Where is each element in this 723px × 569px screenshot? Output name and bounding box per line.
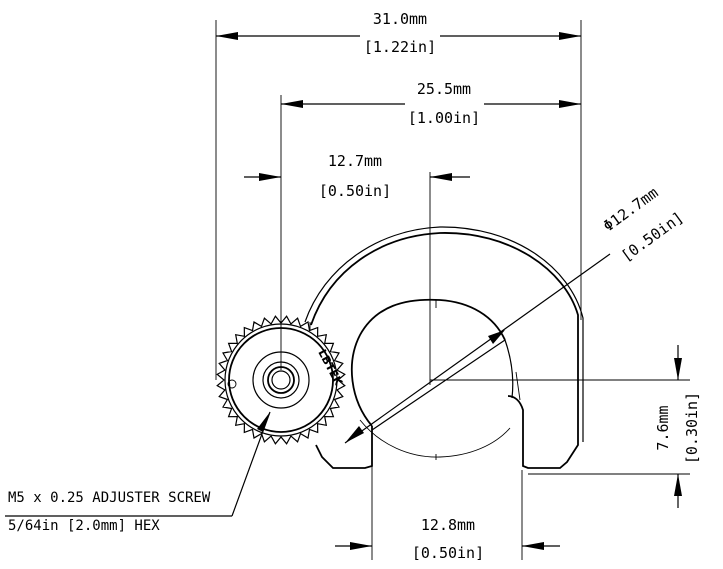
slot-width-mm: 12.8mm [421,516,475,534]
dimension-knob-to-center: 12.7mm [0.50in] [244,152,470,200]
overall-width-mm: 31.0mm [373,10,427,28]
knob-to-edge-mm: 25.5mm [417,80,471,98]
note-line-2: 5/64in [2.0mm] HEX [8,518,160,534]
dimension-overall-width: 31.0mm [1.22in] [216,10,581,56]
housing-outline [304,226,584,469]
dimension-slot-width: 12.8mm [0.50in] [335,516,560,562]
knob-to-edge-inch: [1.00in] [408,109,480,127]
adjuster-screw-note: M5 x 0.25 ADJUSTER SCREW 5/64in [2.0mm] … [5,411,271,534]
knurled-edge [216,315,346,445]
knob-to-center-inch: [0.50in] [319,182,391,200]
dimension-knob-to-edge: 25.5mm [1.00in] [281,80,581,127]
dimension-bore-diameter: Φ12.7mm [0.50in] [344,184,687,444]
knob-to-center-mm: 12.7mm [328,152,382,170]
overall-width-inch: [1.22in] [364,38,436,56]
knob-logo: LBTEK [315,347,345,388]
note-line-1: M5 x 0.25 ADJUSTER SCREW [8,490,211,506]
dimension-height-offset: 7.6mm [0.30in] [654,345,701,508]
extension-lines [215,20,690,560]
height-offset-inch: [0.30in] [683,392,701,464]
slot-width-inch: [0.50in] [412,544,484,562]
height-offset-mm: 7.6mm [654,405,672,450]
